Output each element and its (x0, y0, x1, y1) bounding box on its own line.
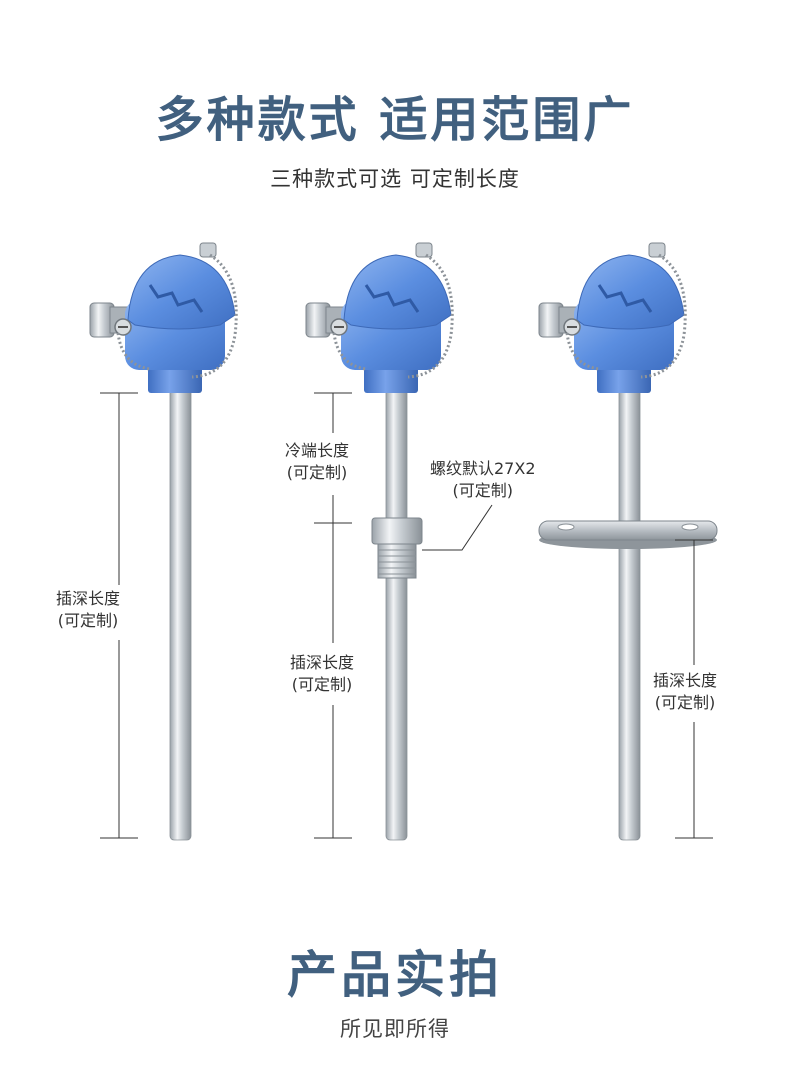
product-2-cold-end-label: 冷端长度 (可定制) (285, 440, 349, 484)
section-subtitle: 所见即所得 (340, 1017, 450, 1041)
label-line: (可定制) (57, 611, 119, 630)
page-title: 多种款式 适用范围广 (155, 92, 635, 148)
label-line: 冷端长度 (285, 441, 350, 460)
section-title: 产品实拍 (287, 946, 503, 1004)
product-1-depth-label: 插深长度 (可定制) (56, 588, 120, 632)
label-line: 插深长度 (653, 671, 718, 690)
label-line: 螺纹默认27X2 (430, 459, 536, 478)
product-1-straight (88, 241, 238, 841)
page-subtitle: 三种款式可选 可定制长度 (270, 167, 520, 191)
label-line: 插深长度 (290, 653, 355, 672)
label-line: (可定制) (286, 463, 348, 482)
label-line: (可定制) (654, 693, 716, 712)
label-line: (可定制) (452, 481, 514, 500)
product-3-flange (537, 241, 718, 841)
label-line: (可定制) (291, 675, 353, 694)
label-line: 插深长度 (56, 589, 121, 608)
product-2-depth-label: 插深长度 (可定制) (290, 652, 354, 696)
product-2-thread-callout: 螺纹默认27X2 (可定制) (430, 458, 536, 502)
product-2-threaded (304, 241, 493, 841)
product-3-depth-label: 插深长度 (可定制) (653, 670, 717, 714)
